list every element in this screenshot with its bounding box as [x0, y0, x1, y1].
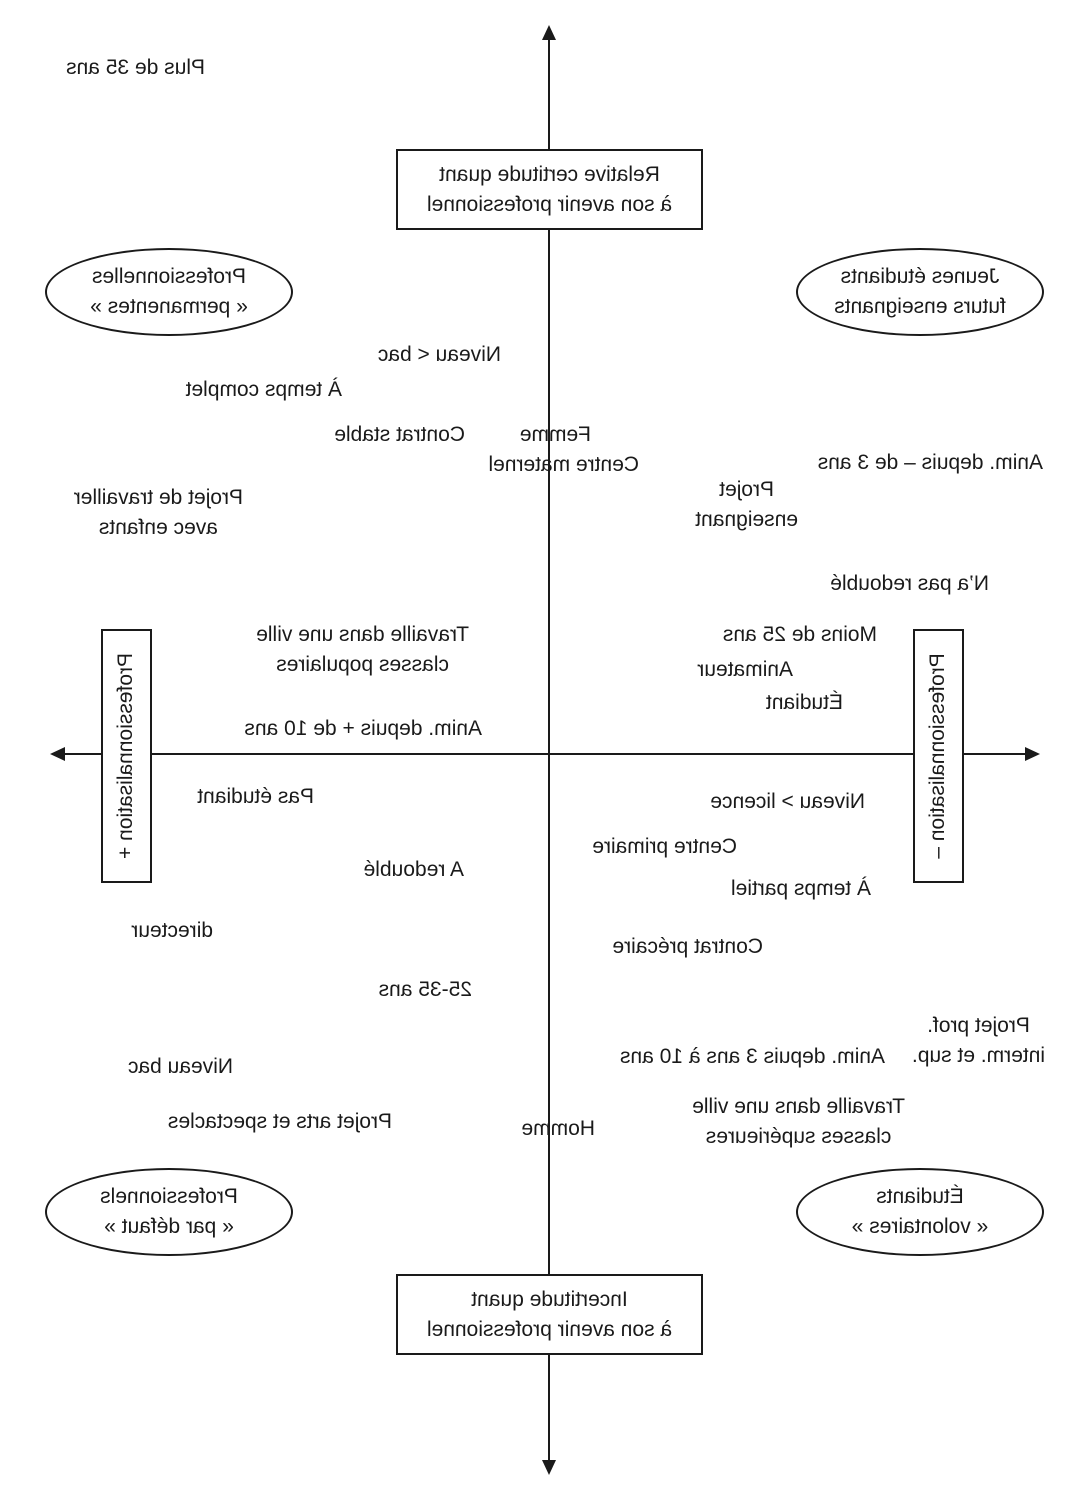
label-etudiant: Étudiant — [765, 691, 843, 714]
axis-top-box: Relative certitude quant à son avenir pr… — [396, 149, 703, 230]
group-bottom-right-line1: Étudiants — [876, 1185, 964, 1208]
axis-bottom-line2: à son avenir professionnel — [426, 1317, 673, 1341]
group-bottom-left-line2: « par défaut » — [104, 1215, 234, 1238]
label-ville-superieures-line1: Travaille dans une ville — [692, 1095, 905, 1118]
label-pas-redouble: N’a pas redoublé — [830, 572, 989, 595]
label-ville-superieures-line2: classes supérieures — [705, 1125, 892, 1148]
label-anim-plus-10: Anim. depuis + de 10 ans — [244, 717, 482, 740]
label-projet-enfants-line2: avec enfants — [98, 516, 218, 539]
label-projet-interm: Projet prof. interm. et sup. — [912, 1011, 1045, 1071]
label-pas-etudiant: Pas étudiant — [197, 785, 314, 808]
label-directeur: directeur — [131, 919, 213, 942]
label-projet-enfants: Projet de travailler avec enfants — [74, 483, 243, 543]
group-top-left-line1: Professionnelles — [91, 265, 247, 288]
arrow-right-icon — [50, 747, 65, 761]
label-plus-35: Plus de 35 ans — [66, 56, 205, 79]
axis-left-box: Professionnalisation + — [101, 629, 152, 883]
axis-right-box: Professionnalisation – — [913, 629, 964, 883]
group-bottom-left: Professionnels « par défaut » — [45, 1168, 293, 1256]
axis-right-label: Professionnalisation – — [926, 653, 950, 859]
label-centre-maternel: Centre maternel — [488, 453, 639, 476]
label-ville-superieures: Travaille dans une ville classes supérie… — [692, 1092, 905, 1152]
axis-bottom-line1: Incertitude quant — [471, 1287, 628, 1311]
label-temps-partiel: À temps partiel — [730, 877, 871, 900]
group-top-left: Professionnelles « permanentes » — [45, 248, 293, 336]
axis-top-line2: à son avenir professionnel — [426, 192, 673, 216]
label-temps-complet: À temps complet — [185, 378, 342, 401]
label-projet-enseignant: Projet enseignant — [695, 475, 798, 535]
label-ville-populaires-line2: classes populaires — [276, 653, 449, 676]
label-contrat-precaire: Contrat précaire — [612, 935, 763, 958]
label-projet-enseignant-line2: enseignant — [695, 508, 798, 531]
label-ville-populaires-line1: Travaille dans une ville — [256, 623, 469, 646]
group-bottom-right-line2: « volontaires » — [851, 1215, 989, 1238]
label-projet-arts: Projet arts et spectacles — [167, 1110, 392, 1133]
group-top-left-line2: « permanentes » — [90, 295, 248, 318]
label-anim-3-10: Anim. depuis 3 ans à 10 ans — [619, 1045, 885, 1068]
group-bottom-left-line1: Professionnels — [100, 1185, 238, 1208]
label-ville-populaires: Travaille dans une ville classes populai… — [256, 620, 469, 680]
label-niveau-bac: Niveau bac — [127, 1055, 233, 1078]
axis-left-label: Professionnalisation + — [114, 652, 138, 860]
arrow-down-icon — [542, 1460, 556, 1475]
label-contrat-stable: Contrat stable — [334, 423, 465, 446]
label-animateur: Animateur — [697, 658, 793, 681]
group-top-right-line1: Jeunes étudiants — [840, 265, 1000, 288]
label-projet-interm-line1: Projet prof. — [927, 1014, 1030, 1037]
label-projet-interm-line2: interm. et sup. — [911, 1044, 1045, 1067]
group-top-right: Jeunes étudiants futurs enseignants — [796, 248, 1044, 336]
label-centre-primaire: Centre primaire — [592, 835, 737, 858]
label-a-redouble: A redoublé — [363, 858, 464, 881]
label-anim-moins-3: Anim. depuis – de 3 ans — [817, 451, 1043, 474]
axis-top-line1: Relative certitude quant — [439, 162, 660, 186]
label-niveau-sup-licence: Niveau > licence — [710, 790, 865, 813]
arrow-up-icon — [542, 25, 556, 40]
label-moins-25: Moins de 25 ans — [722, 623, 877, 646]
label-25-35: 25-35 ans — [378, 978, 472, 1001]
arrow-left-icon — [1025, 747, 1040, 761]
axis-bottom-box: Incertitude quant à son avenir professio… — [396, 1274, 703, 1355]
label-femme: Femme — [519, 423, 591, 446]
group-top-right-line2: futurs enseignants — [834, 295, 1006, 318]
label-projet-enseignant-line1: Projet — [719, 478, 775, 501]
label-projet-enfants-line1: Projet de travailler — [73, 486, 243, 509]
label-niveau-inf-bac: Niveau < bac — [377, 343, 501, 366]
group-bottom-right: Étudiants « volontaires » — [796, 1168, 1044, 1256]
label-homme: Homme — [521, 1117, 595, 1140]
